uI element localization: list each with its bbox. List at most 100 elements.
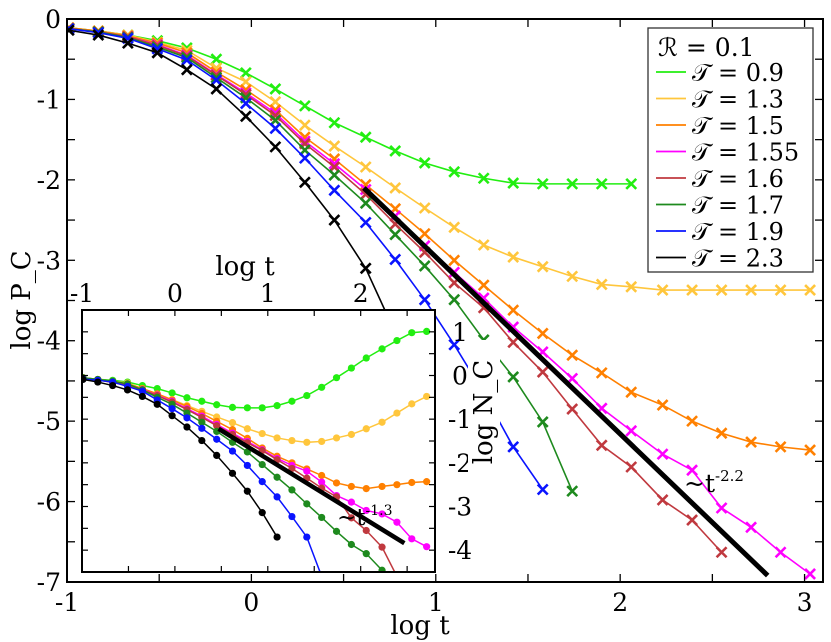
dot-marker bbox=[288, 436, 296, 445]
inset-x-tick-label: 2 bbox=[353, 279, 369, 308]
dot-marker bbox=[347, 430, 355, 439]
dot-marker bbox=[213, 435, 221, 443]
legend-item: 𝒯 = 1.55 bbox=[656, 139, 799, 167]
cross-marker bbox=[418, 227, 431, 240]
inset-y-tick-label: -3 bbox=[448, 493, 472, 522]
dot-marker bbox=[228, 419, 237, 427]
cross-marker bbox=[595, 278, 608, 291]
cross-marker bbox=[389, 253, 402, 266]
cross-marker bbox=[715, 502, 728, 514]
cross-marker bbox=[328, 214, 341, 226]
legend-label: 𝒯 = 1.5 bbox=[692, 112, 784, 140]
dot-marker bbox=[303, 438, 311, 446]
cross-marker bbox=[595, 177, 608, 190]
dot-marker bbox=[183, 414, 191, 422]
cross-marker bbox=[507, 304, 520, 317]
dot-marker bbox=[243, 425, 251, 433]
cross-marker bbox=[595, 439, 608, 452]
cross-marker bbox=[448, 293, 461, 306]
y-tick-label: -3 bbox=[37, 246, 61, 275]
cross-marker bbox=[210, 71, 223, 84]
legend-label: 𝒯 = 1.6 bbox=[692, 165, 784, 193]
y-tick-label: -5 bbox=[37, 407, 61, 436]
x-tick-label: 0 bbox=[243, 588, 259, 617]
dot-marker bbox=[347, 540, 355, 549]
cross-marker bbox=[686, 514, 699, 526]
cross-marker bbox=[269, 109, 282, 122]
cross-marker bbox=[359, 161, 372, 173]
cross-marker bbox=[507, 251, 520, 263]
dot-marker bbox=[393, 518, 401, 526]
cross-marker bbox=[536, 416, 549, 428]
dot-marker bbox=[362, 484, 370, 493]
dot-marker bbox=[228, 469, 237, 477]
cross-marker bbox=[536, 177, 549, 190]
cross-marker bbox=[389, 181, 402, 194]
cross-marker bbox=[536, 260, 549, 273]
legend-title: ℛ = 0.1 bbox=[658, 33, 755, 62]
cross-marker bbox=[180, 51, 193, 64]
dot-marker bbox=[273, 473, 281, 481]
legend-item: 𝒯 = 2.3 bbox=[656, 245, 784, 273]
x-tick-label: -1 bbox=[55, 588, 79, 617]
dot-marker bbox=[393, 409, 401, 417]
dot-marker bbox=[288, 397, 296, 405]
fit-line bbox=[217, 426, 406, 546]
cross-marker bbox=[625, 461, 638, 473]
x-tick-label: 2 bbox=[612, 588, 628, 617]
cross-marker bbox=[298, 176, 311, 189]
dot-marker bbox=[408, 535, 416, 543]
legend: ℛ = 0.1 𝒯 = 0.9𝒯 = 1.3𝒯 = 1.5𝒯 = 1.55𝒯 =… bbox=[647, 27, 814, 273]
dot-marker bbox=[94, 378, 102, 386]
cross-marker bbox=[328, 169, 341, 181]
dot-marker bbox=[303, 467, 311, 475]
dot-marker bbox=[258, 404, 266, 412]
dot-marker bbox=[332, 374, 341, 382]
dot-marker bbox=[332, 434, 341, 442]
dot-marker bbox=[153, 385, 161, 393]
dot-marker bbox=[288, 512, 296, 521]
cross-marker bbox=[359, 262, 372, 275]
dot-marker bbox=[318, 513, 326, 522]
cross-marker bbox=[92, 29, 105, 42]
dot-marker bbox=[109, 381, 117, 390]
dot-marker bbox=[258, 429, 266, 438]
cross-marker bbox=[210, 83, 223, 95]
cross-marker bbox=[180, 63, 193, 76]
legend-label: 𝒯 = 1.3 bbox=[692, 86, 784, 114]
inset-x-tick-label: 0 bbox=[167, 279, 183, 308]
cross-marker bbox=[269, 122, 282, 135]
main-power-law-fit bbox=[362, 186, 770, 578]
cross-marker bbox=[67, 24, 75, 37]
y-tick-label: -2 bbox=[37, 166, 61, 195]
cross-marker bbox=[328, 157, 341, 170]
dot-marker bbox=[273, 434, 281, 442]
cross-marker bbox=[269, 140, 282, 153]
dot-marker bbox=[332, 479, 341, 487]
cross-marker bbox=[566, 485, 579, 498]
dot-marker bbox=[318, 573, 325, 580]
cross-marker bbox=[774, 284, 787, 296]
cross-marker bbox=[774, 440, 787, 453]
cross-marker bbox=[715, 284, 728, 296]
cross-marker bbox=[625, 280, 638, 293]
legend-item: 𝒯 = 1.3 bbox=[656, 86, 784, 114]
dot-marker bbox=[288, 486, 296, 494]
dot-marker bbox=[213, 451, 221, 460]
dot-marker bbox=[153, 400, 161, 408]
inset-x-axis-label: log t bbox=[215, 252, 275, 282]
cross-marker bbox=[298, 99, 311, 112]
dot-marker bbox=[183, 423, 191, 431]
dot-marker bbox=[213, 422, 221, 430]
dot-marker bbox=[258, 478, 266, 486]
cross-marker bbox=[566, 349, 579, 362]
cross-marker bbox=[507, 177, 520, 189]
dot-marker bbox=[362, 526, 370, 535]
dot-marker bbox=[378, 543, 386, 551]
cross-marker bbox=[715, 427, 728, 440]
cross-marker bbox=[566, 177, 579, 190]
dot-marker bbox=[258, 509, 266, 517]
dot-marker bbox=[243, 461, 251, 470]
cross-marker bbox=[239, 110, 252, 123]
dot-marker bbox=[378, 345, 386, 353]
